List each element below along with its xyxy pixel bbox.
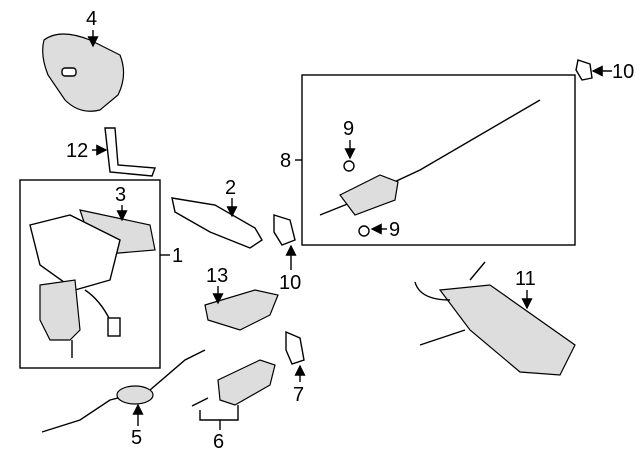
callout-8: 8 xyxy=(280,150,291,172)
callout-3: 3 xyxy=(115,184,126,206)
callout-5: 5 xyxy=(131,427,142,449)
callout-4: 4 xyxy=(86,8,97,30)
callout-10-left: 10 xyxy=(279,272,301,294)
manifold-group-box xyxy=(19,179,161,369)
callout-2: 2 xyxy=(225,177,236,199)
gasket-right-part[interactable] xyxy=(575,59,593,81)
callout-12: 12 xyxy=(66,140,88,162)
callout-13: 13 xyxy=(206,265,228,287)
heat-shield-upper-part[interactable] xyxy=(42,33,125,112)
callout-9-top: 9 xyxy=(343,118,354,140)
bracket-part[interactable] xyxy=(104,127,156,177)
callout-10-right: 10 xyxy=(612,61,634,83)
center-pipe-part[interactable] xyxy=(319,99,541,237)
callout-7: 7 xyxy=(293,384,304,406)
gasket-left-part[interactable] xyxy=(273,214,296,246)
callout-11: 11 xyxy=(515,268,536,290)
callout-9-bottom: 9 xyxy=(389,219,400,241)
muffler-part[interactable] xyxy=(414,261,576,376)
callout-6: 6 xyxy=(213,431,224,453)
converter-gasket-part[interactable] xyxy=(285,330,305,365)
callout-1: 1 xyxy=(172,245,183,267)
manifold-gasket-part[interactable] xyxy=(171,197,263,249)
lower-heat-shield-part[interactable] xyxy=(204,289,279,331)
converter-part[interactable] xyxy=(191,359,276,407)
manifold-assembly-part[interactable] xyxy=(29,209,156,358)
